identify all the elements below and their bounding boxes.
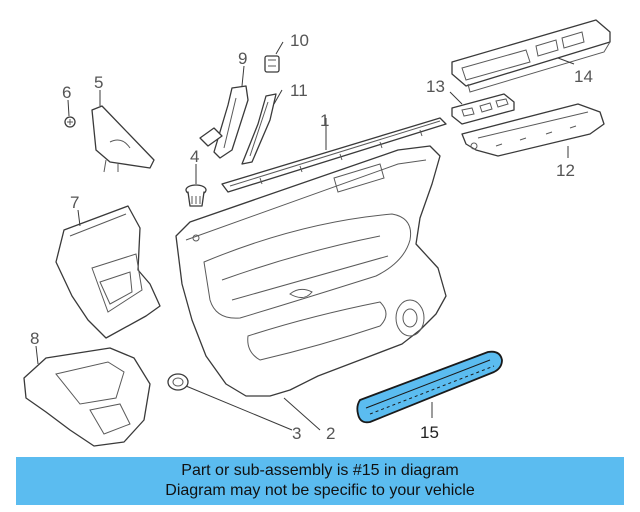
callout-12: 12 bbox=[556, 161, 575, 180]
part-12-bracket bbox=[461, 103, 605, 157]
part-5-mirror-trim bbox=[91, 105, 155, 173]
part-9-handle bbox=[199, 85, 249, 159]
part-6-screw bbox=[64, 116, 76, 128]
callout-6: 6 bbox=[62, 83, 71, 102]
callout-15: 15 bbox=[420, 423, 439, 442]
callout-4: 4 bbox=[190, 147, 199, 166]
callout-14: 14 bbox=[574, 67, 593, 86]
banner-line-2: Diagram may not be specific to your vehi… bbox=[165, 482, 475, 499]
callout-3: 3 bbox=[292, 424, 301, 443]
callout-1: 1 bbox=[320, 111, 329, 130]
part-3-clip bbox=[167, 373, 189, 391]
part-11-handle-cover bbox=[241, 93, 277, 165]
callout-8: 8 bbox=[30, 329, 39, 348]
part-8-lower-panel bbox=[23, 347, 151, 447]
part-14-switch-bezel bbox=[451, 19, 611, 93]
leader-lines bbox=[35, 41, 575, 431]
callout-11: 11 bbox=[290, 81, 308, 100]
banner-line-1: Part or sub-assembly is #15 in diagram bbox=[181, 462, 459, 479]
door-trim-panel bbox=[175, 145, 447, 397]
part-1-weatherstrip bbox=[221, 117, 447, 193]
callout-9: 9 bbox=[238, 49, 247, 68]
part-13-switch bbox=[451, 93, 515, 125]
callout-13: 13 bbox=[426, 77, 445, 96]
part-7-bolster bbox=[55, 205, 161, 339]
callout-10: 10 bbox=[290, 31, 309, 50]
info-banner: Part or sub-assembly is #15 in diagram D… bbox=[16, 457, 624, 505]
part-15-highlighted bbox=[356, 350, 503, 424]
part-4-push-clip bbox=[185, 184, 207, 207]
parts-diagram: 1 2 3 4 5 6 7 8 9 10 11 12 13 14 15 bbox=[23, 19, 611, 447]
callout-7: 7 bbox=[70, 193, 79, 212]
callout-5: 5 bbox=[94, 73, 103, 92]
callout-2: 2 bbox=[326, 424, 335, 443]
part-10-clip bbox=[264, 55, 280, 73]
